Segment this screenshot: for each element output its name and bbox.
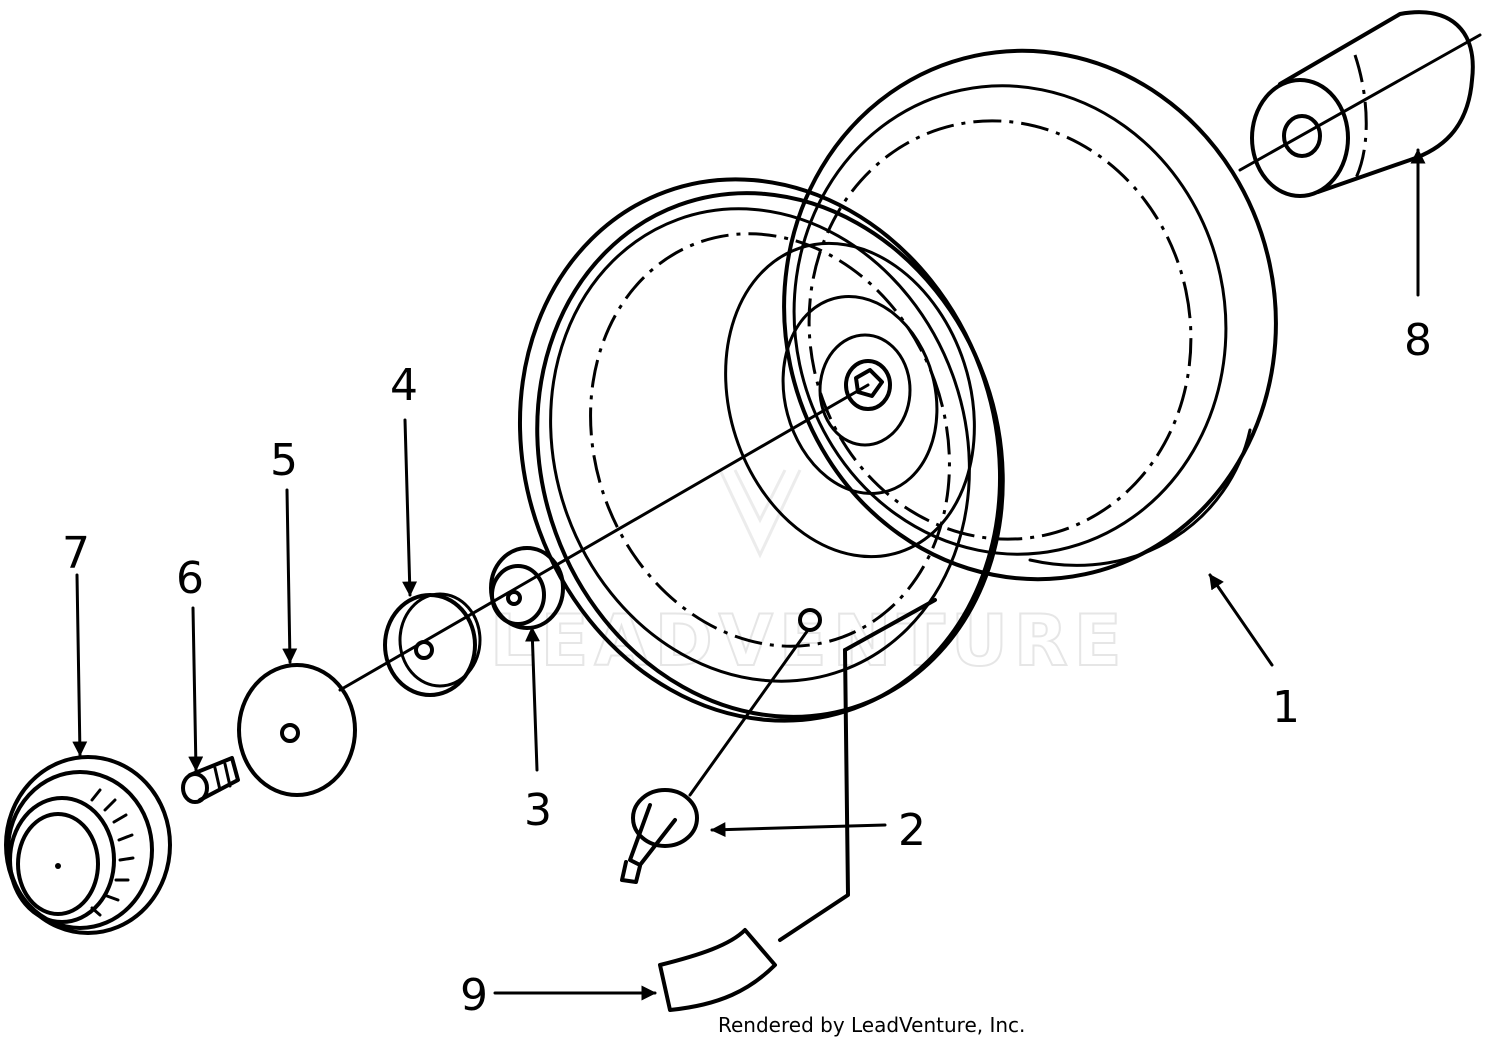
arrow-2	[710, 822, 887, 838]
callout-4: 4	[390, 360, 418, 411]
callout-5: 5	[270, 435, 298, 486]
arrow-3	[524, 626, 540, 772]
arrow-5	[282, 488, 298, 664]
axle-line-rear	[1238, 33, 1482, 172]
callout-6: 6	[176, 553, 204, 604]
callout-1: 1	[1272, 682, 1300, 733]
arrow-1	[1208, 573, 1274, 667]
callout-9: 9	[460, 970, 488, 1021]
arrow-6	[188, 606, 204, 772]
wheel-rim	[517, 48, 1278, 723]
callout-7: 7	[62, 528, 90, 579]
callout-3: 3	[524, 785, 552, 836]
callout-arrows	[72, 148, 1426, 1001]
spacer-tube	[1250, 10, 1475, 198]
callout-2: 2	[898, 805, 926, 856]
arrow-7	[72, 573, 88, 757]
part-5-cap	[237, 663, 357, 797]
part-7-hubcap	[4, 755, 172, 935]
arrow-4	[402, 418, 418, 597]
callout-8: 8	[1404, 315, 1432, 366]
part-9-clip	[658, 598, 937, 1012]
part-3-washer	[489, 546, 565, 630]
part-4-bearing	[383, 592, 482, 697]
axle-line	[338, 383, 870, 692]
watermark-logo	[718, 469, 802, 559]
credit-text: Rendered by LeadVenture, Inc.	[718, 1013, 1025, 1037]
part-6-bolt	[181, 756, 240, 804]
part-2-valve-stem	[620, 608, 822, 884]
